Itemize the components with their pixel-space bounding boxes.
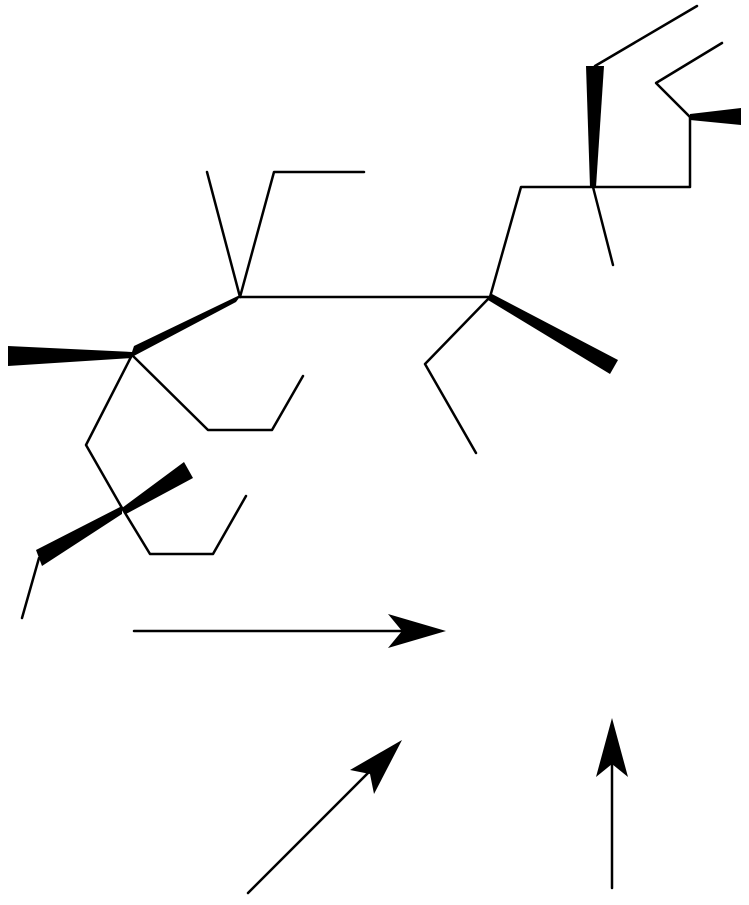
bond-c5-methyl-down [591,185,615,267]
wedge-bond-c4-methyl [122,462,193,514]
arrow-head-right-icon [388,614,446,648]
bond-c1-ethyl [238,170,366,299]
wedge-bond-c4-ethyl [36,506,122,566]
bond-c5-chain-right [591,115,692,189]
bond-c2-chain-up [488,185,594,299]
bond-c3-propyl [130,353,305,432]
reaction-arrow-vertical [596,718,628,890]
bond-c4-propyl [120,494,248,556]
arrow-head-up-icon [596,718,628,777]
wedge-bond-c2-methyl [488,294,618,374]
wedge-bond-c6-methyl [690,108,741,125]
bond-c6-ethyl [654,41,724,119]
reaction-arrow-horizontal [132,614,446,648]
bond-c5-ethyl-end [593,4,699,68]
wedge-bond-c1-c3 [130,294,242,358]
reaction-arrow-diagonal [246,740,402,895]
bond-c1-methyl-up [205,170,242,299]
bond-c4-ethyl-end [20,556,41,620]
wedge-bond-c3-methyl-left [8,346,132,366]
arrow-head-up-right-icon [350,740,402,794]
bond-c2-ethyl [423,295,492,455]
bond-c3-chain-down [84,353,134,510]
skeletal-molecule [8,4,741,620]
wedge-bond-c5-ethyl [586,66,604,187]
